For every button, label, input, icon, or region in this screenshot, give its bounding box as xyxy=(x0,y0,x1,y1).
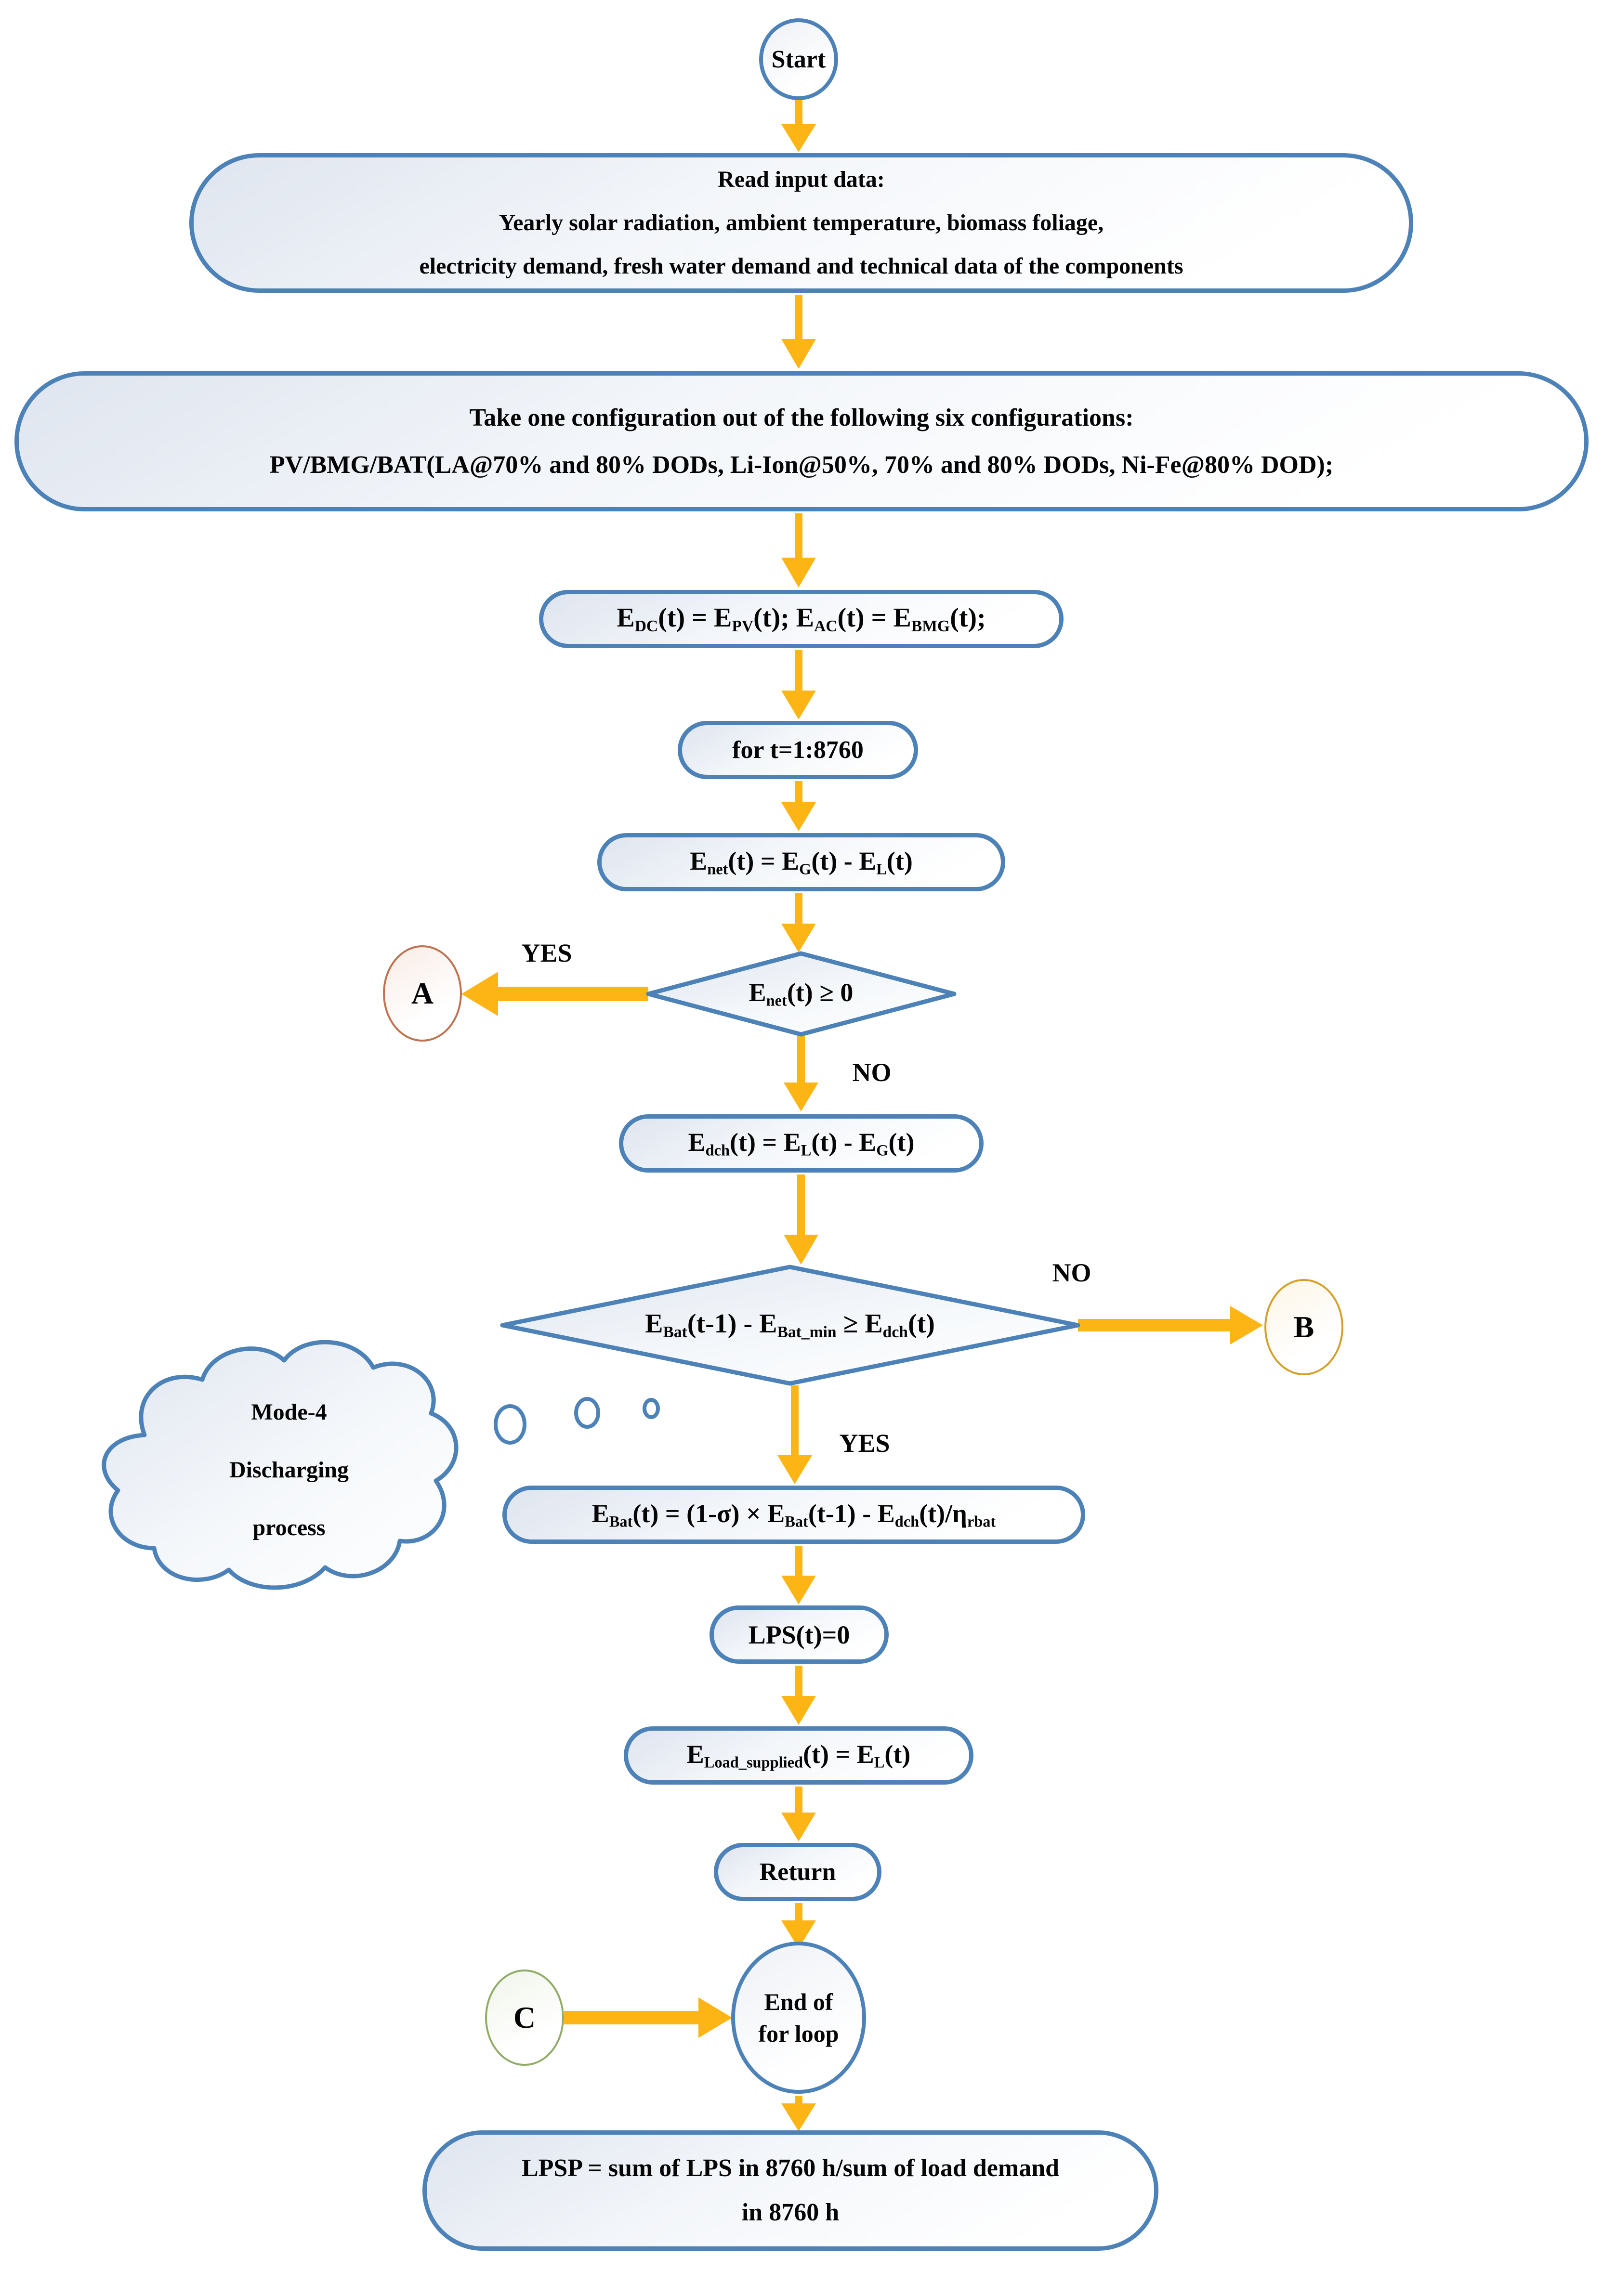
battery-decision-shape xyxy=(500,1265,1080,1386)
yes-label-to-a: YES xyxy=(521,939,572,967)
connector-a-label: A xyxy=(411,976,434,1010)
discharge-energy-box: Edch(t) = EL(t) - EG(t) xyxy=(619,1114,984,1173)
configuration-box: Take one configuration out of the follow… xyxy=(14,371,1589,511)
connector-a: A xyxy=(383,945,462,1042)
net-energy-decision-shape xyxy=(646,951,957,1037)
end-for-loop-node: End of for loop xyxy=(731,1942,866,2094)
init-energy-box: EDC(t) = EPV(t); EAC(t) = EBMG(t); xyxy=(539,590,1064,648)
arrow-decision-yes-down xyxy=(777,1385,812,1484)
connector-c: C xyxy=(485,1970,564,2066)
lps-zero-label: LPS(t)=0 xyxy=(748,1620,850,1649)
formula-text: EBat(t-1) - EBat_min ≥ Edch(t) xyxy=(645,1309,935,1342)
text-line: for loop xyxy=(758,2020,839,2047)
thought-dot-medium xyxy=(574,1397,600,1429)
arrow-init-to-forloop xyxy=(781,650,816,719)
arrow-return-to-end xyxy=(781,1903,816,1948)
connector-b: B xyxy=(1264,1279,1343,1375)
mode4-cloud-shape xyxy=(102,1340,459,1590)
formula-text: Enet(t) = EG(t) - EL(t) xyxy=(690,846,913,878)
for-loop-box: for t=1:8760 xyxy=(678,721,918,779)
yes-label-below-battery: YES xyxy=(839,1429,890,1458)
connector-b-label: B xyxy=(1293,1310,1314,1344)
text-line: Read input data: xyxy=(718,167,885,192)
net-energy-box: Enet(t) = EG(t) - EL(t) xyxy=(597,833,1005,891)
arrow-decision-no-down xyxy=(784,1036,818,1111)
text-line: Mode-4 xyxy=(251,1399,327,1425)
return-label: Return xyxy=(759,1858,836,1886)
start-label: Start xyxy=(771,45,826,73)
text-line: LPSP = sum of LPS in 8760 h/sum of load … xyxy=(521,2154,1060,2182)
text-line: PV/BMG/BAT(LA@70% and 80% DODs, Li-Ion@5… xyxy=(269,451,1334,479)
lpsp-box: LPSP = sum of LPS in 8760 h/sum of load … xyxy=(422,2130,1158,2251)
return-box: Return xyxy=(714,1843,881,1901)
thought-dot-small xyxy=(643,1398,660,1419)
text-line: process xyxy=(252,1515,326,1540)
arrow-no-to-b xyxy=(1078,1306,1263,1344)
arrow-dch-to-decision xyxy=(784,1174,818,1265)
arrow-load-to-return xyxy=(781,1787,816,1841)
formula-text: Edch(t) = EL(t) - EG(t) xyxy=(688,1127,915,1160)
no-label-to-b: NO xyxy=(1052,1258,1091,1287)
text-line: End of xyxy=(764,1988,833,2015)
for-loop-label: for t=1:8760 xyxy=(732,736,864,764)
arrow-read-input-to-config xyxy=(781,295,816,369)
formula-text: Enet(t) ≥ 0 xyxy=(749,978,854,1010)
net-energy-decision-text: Enet(t) ≥ 0 xyxy=(665,965,937,1023)
no-label-below-net: NO xyxy=(852,1058,892,1087)
arrow-c-to-end xyxy=(564,1997,732,2038)
start-node: Start xyxy=(759,18,838,100)
arrow-battery-to-lps xyxy=(781,1546,816,1605)
text-line: Take one configuration out of the follow… xyxy=(469,404,1134,431)
text-line: electricity demand, fresh water demand a… xyxy=(419,253,1183,279)
arrow-lps-to-load xyxy=(781,1666,816,1725)
text-line: in 8760 h xyxy=(741,2199,840,2226)
text-line: Yearly solar radiation, ambient temperat… xyxy=(499,210,1104,235)
text-line: Discharging xyxy=(229,1457,349,1483)
battery-decision-text: EBat(t-1) - EBat_min ≥ Edch(t) xyxy=(530,1295,1050,1355)
thought-dot-large xyxy=(494,1404,526,1445)
formula-text: EBat(t) = (1-σ) × EBat(t-1) - Edch(t)/ηr… xyxy=(591,1499,996,1531)
arrow-yes-to-a xyxy=(461,972,648,1016)
arrow-start-to-read-input xyxy=(781,100,816,152)
read-input-box: Read input data: Yearly solar radiation, … xyxy=(189,153,1413,293)
formula-text: ELoad_supplied(t) = EL(t) xyxy=(686,1739,911,1772)
arrow-forloop-to-net xyxy=(781,781,816,831)
arrow-end-to-lpsp xyxy=(781,2096,816,2131)
lps-zero-box: LPS(t)=0 xyxy=(710,1605,889,1664)
load-supplied-box: ELoad_supplied(t) = EL(t) xyxy=(624,1726,973,1785)
arrow-net-to-decision xyxy=(781,893,816,952)
formula-text: EDC(t) = EPV(t); EAC(t) = EBMG(t); xyxy=(617,602,986,636)
battery-update-box: EBat(t) = (1-σ) × EBat(t-1) - Edch(t)/ηr… xyxy=(502,1486,1085,1544)
arrow-config-to-init xyxy=(781,513,816,587)
connector-c-label: C xyxy=(513,2000,536,2035)
